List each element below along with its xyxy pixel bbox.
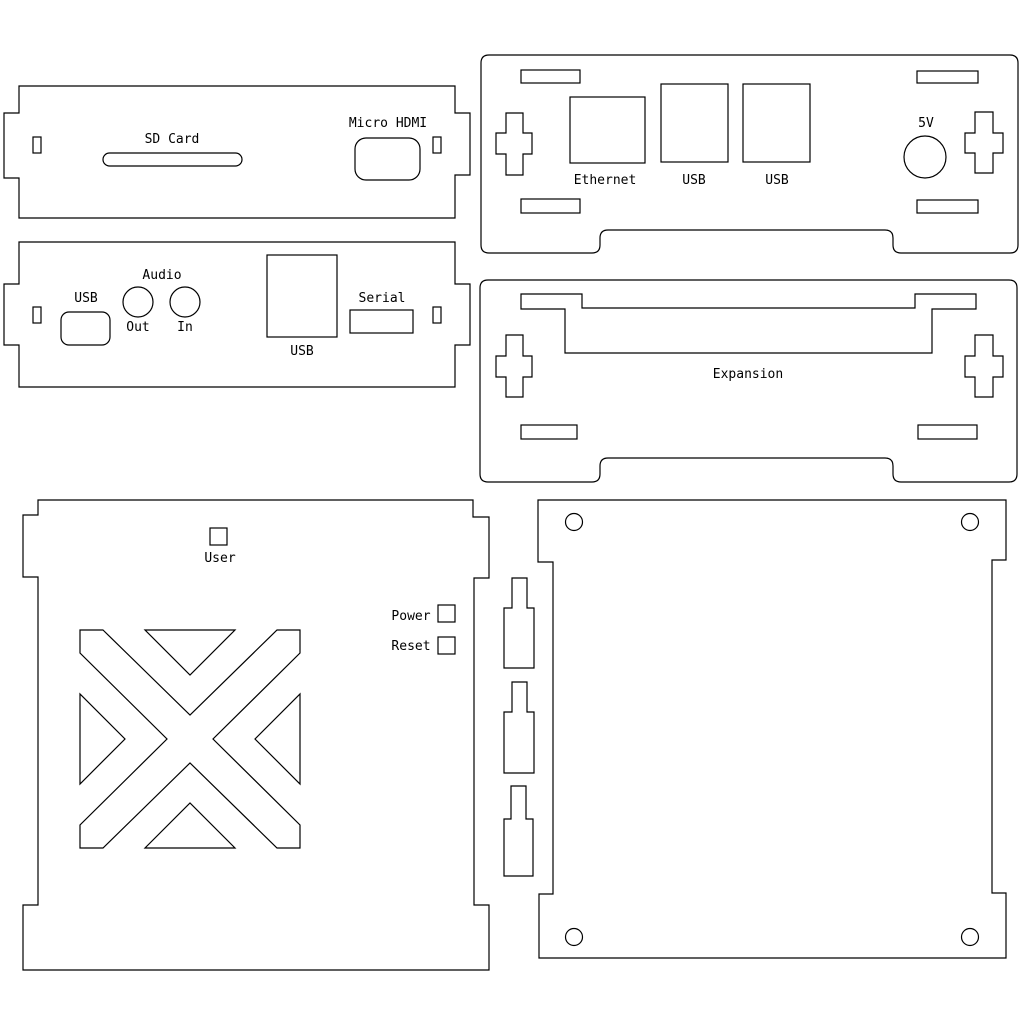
- cross-clip-cutout: [495, 112, 533, 176]
- sd-card-slot-cutout: [102, 152, 243, 167]
- vent-triangle-bottom: [143, 802, 237, 849]
- io-panel-outline: [3, 241, 471, 388]
- audio-out-jack-hole: [122, 286, 154, 318]
- usb-label: USB: [682, 173, 706, 188]
- clip-pieces: [503, 577, 535, 877]
- usb-label: USB: [765, 173, 789, 188]
- mounting-slot: [32, 136, 42, 154]
- tab-slot: [916, 70, 979, 84]
- user-button-hole: [209, 527, 228, 546]
- power-label: Power: [391, 609, 430, 624]
- corner-screw-hole: [960, 512, 980, 532]
- expansion-side-panel: Expansion: [479, 279, 1018, 483]
- mounting-slot: [432, 306, 442, 324]
- micro-hdmi-label: Micro HDMI: [349, 116, 427, 131]
- power-5v-label: 5V: [918, 116, 934, 131]
- cross-clip-cutout: [964, 334, 1004, 398]
- usb-port-cutout: [660, 83, 729, 163]
- vent-triangle-top: [143, 629, 237, 676]
- corner-screw-hole: [564, 927, 584, 947]
- top-face-panel: User Power Reset: [22, 499, 490, 971]
- vent-x-outline: [79, 629, 301, 849]
- bottom-face-panel: [537, 499, 1007, 959]
- front-panel-outline: [3, 85, 471, 219]
- usb-client-cutout: [60, 311, 111, 346]
- power-led-hole: [437, 604, 456, 623]
- cross-clip-cutout: [495, 334, 533, 398]
- usb-client-label: USB: [74, 291, 98, 306]
- corner-screw-hole: [564, 512, 584, 532]
- micro-hdmi-cutout: [354, 137, 421, 181]
- reset-button-hole: [437, 636, 456, 655]
- io-panel: USB Audio Out In USB Serial: [3, 241, 471, 388]
- user-label: User: [204, 551, 235, 566]
- tab-slot: [520, 198, 581, 214]
- mounting-slot: [432, 136, 442, 154]
- audio-out-label: Out: [126, 320, 149, 335]
- audio-label: Audio: [142, 268, 181, 283]
- expansion-header-cutout: [520, 293, 977, 354]
- tab-slot: [520, 424, 578, 440]
- vent-triangle-right: [254, 692, 301, 786]
- usb-host-cutout: [266, 254, 338, 338]
- cross-clip-cutout: [964, 111, 1004, 174]
- clip-piece: [503, 681, 535, 774]
- corner-screw-hole: [960, 927, 980, 947]
- power-jack-hole: [903, 135, 947, 179]
- sd-card-label: SD Card: [145, 132, 200, 147]
- front-panel: SD Card Micro HDMI: [3, 85, 471, 219]
- ports-side-panel: Ethernet USB USB 5V: [480, 54, 1019, 254]
- ports-side-panel-outline: [480, 54, 1019, 254]
- tab-slot: [916, 199, 979, 214]
- serial-label: Serial: [359, 291, 406, 306]
- expansion-side-panel-outline: [479, 279, 1018, 483]
- expansion-label: Expansion: [713, 367, 783, 382]
- serial-header-cutout: [349, 309, 414, 334]
- reset-label: Reset: [391, 639, 430, 654]
- usb-port-cutout: [742, 83, 811, 163]
- tab-slot: [917, 424, 978, 440]
- mounting-slot: [32, 306, 42, 324]
- bottom-face-panel-outline: [537, 499, 1007, 959]
- vent-triangle-left: [79, 692, 126, 786]
- usb-host-label: USB: [290, 344, 314, 359]
- ethernet-label: Ethernet: [574, 173, 637, 188]
- tab-slot: [520, 69, 581, 84]
- audio-in-label: In: [177, 320, 193, 335]
- clip-piece: [503, 577, 535, 669]
- top-face-panel-outline: [22, 499, 490, 971]
- ethernet-cutout: [569, 96, 646, 164]
- clip-piece: [503, 785, 534, 877]
- audio-in-jack-hole: [169, 286, 201, 318]
